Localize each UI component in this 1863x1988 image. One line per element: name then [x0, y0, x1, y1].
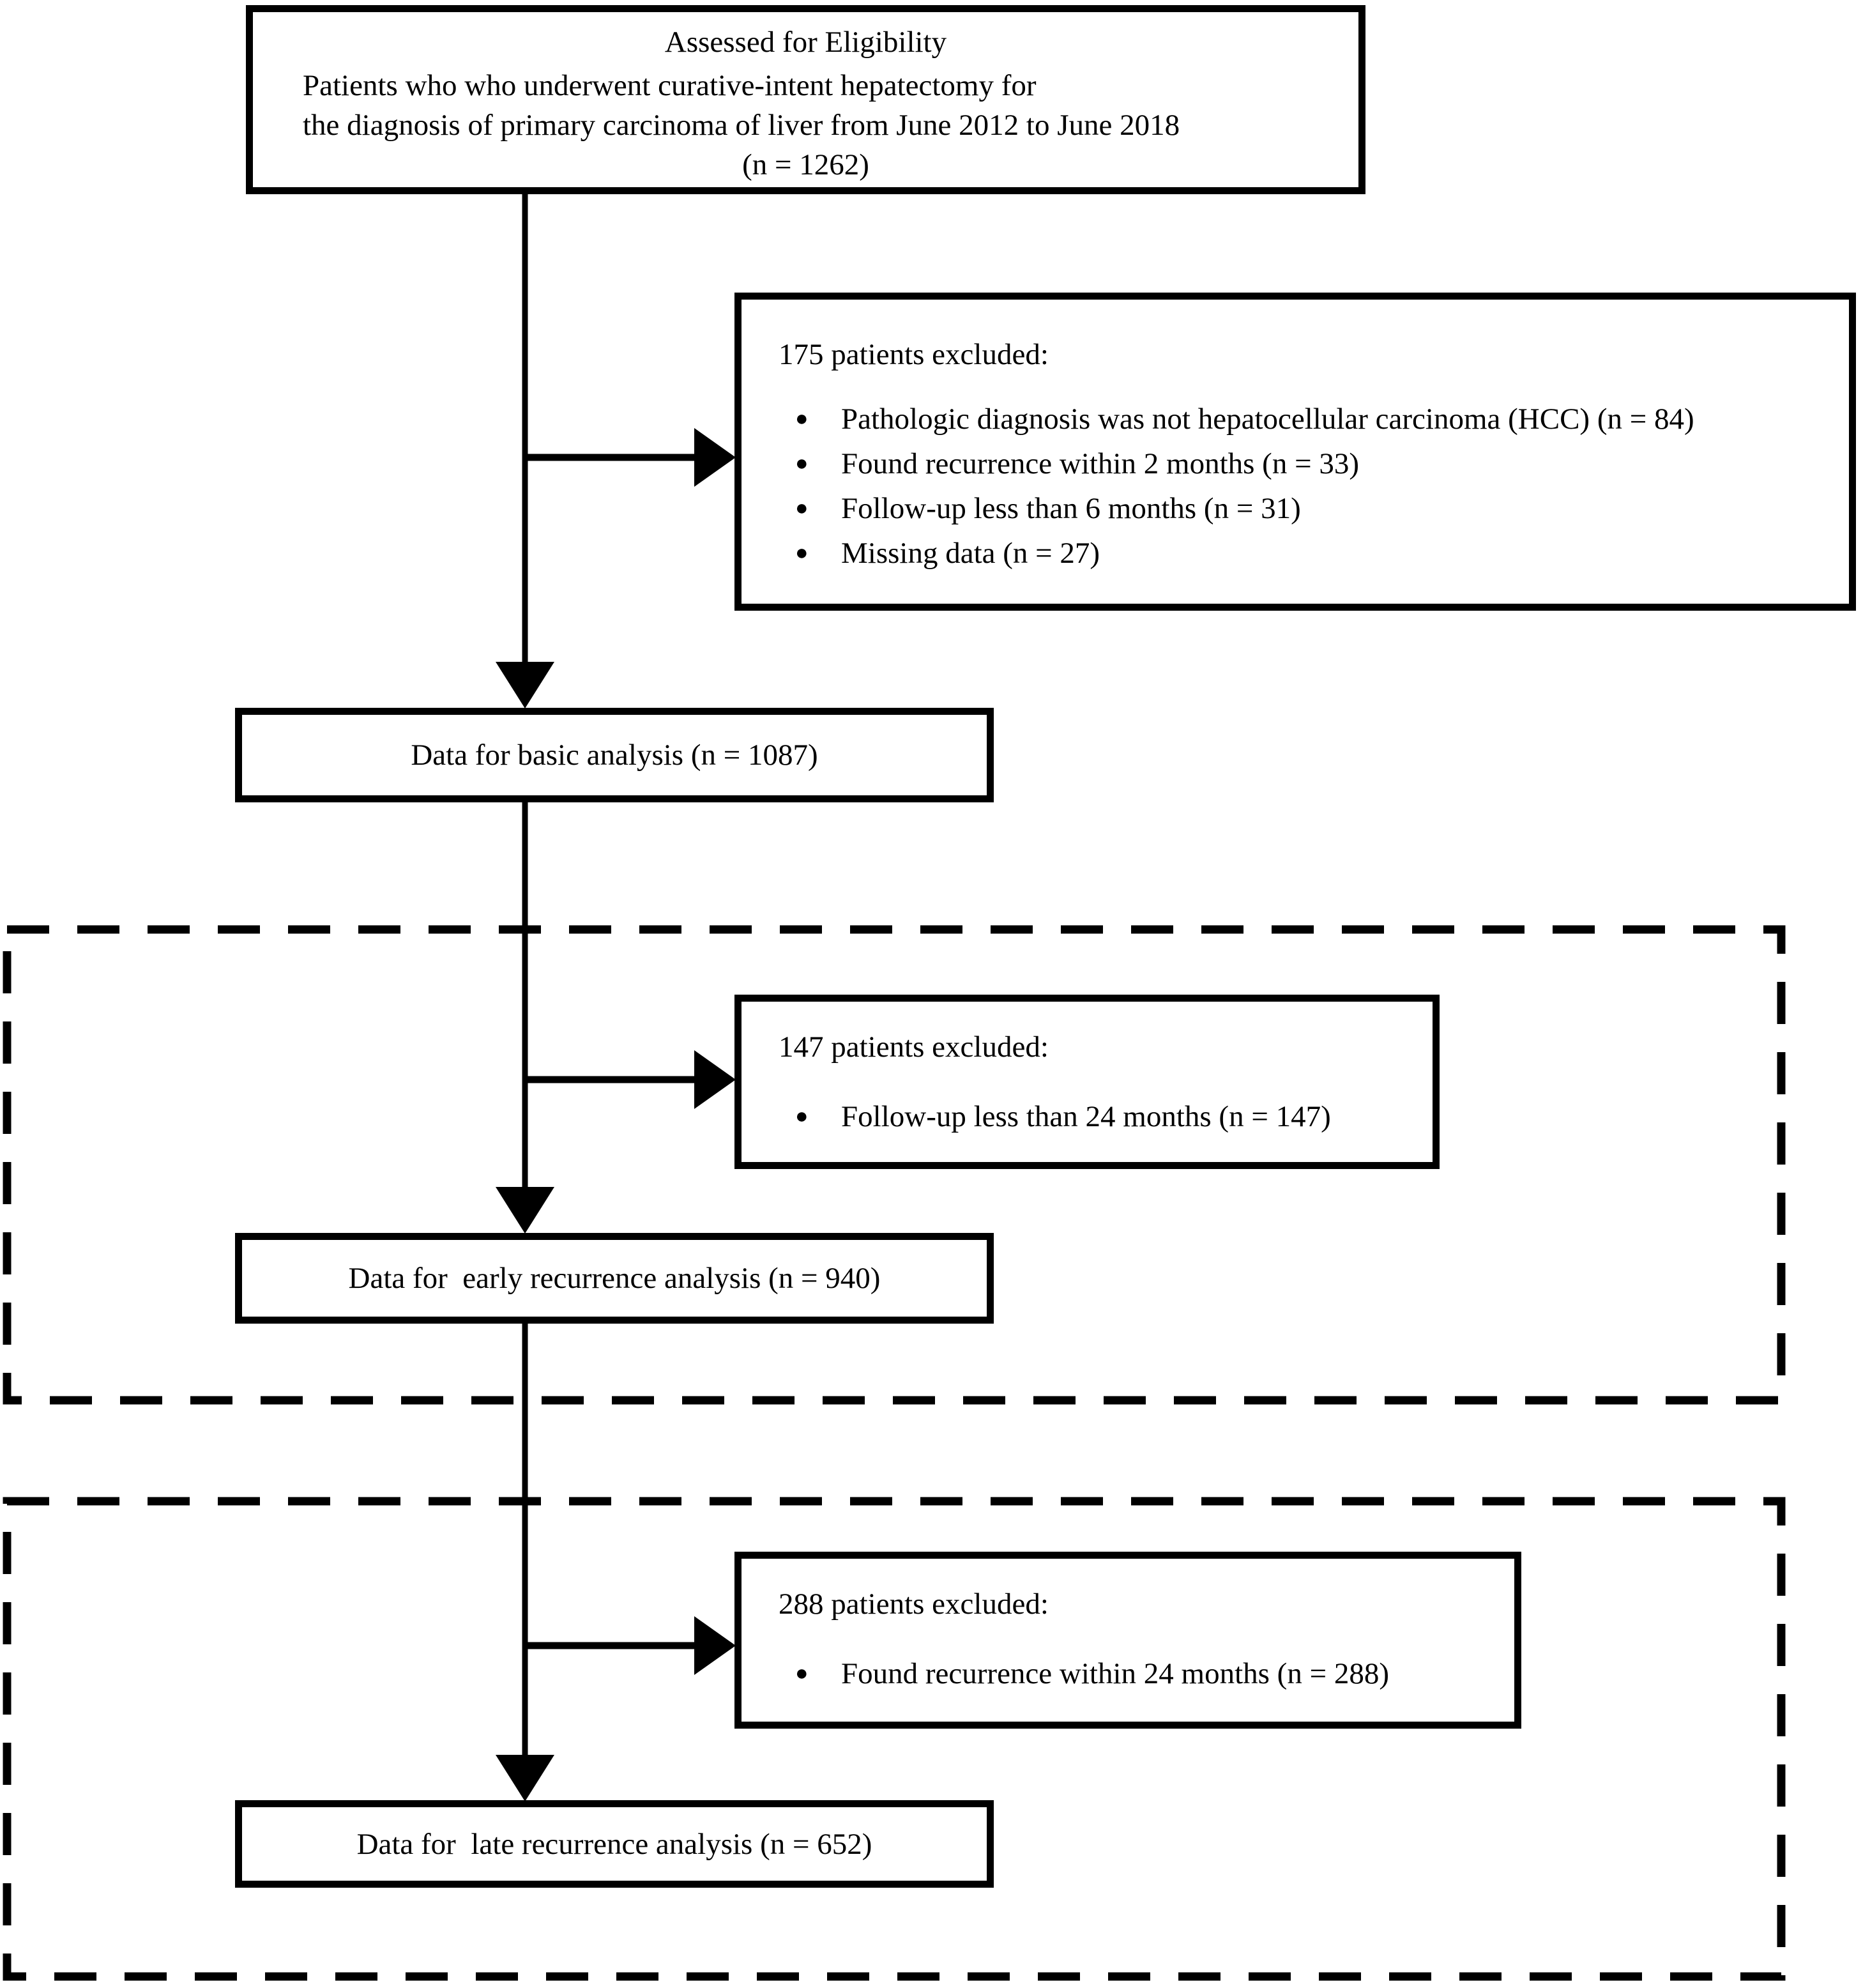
early-recurrence-label: Data for early recurrence analysis (n = …: [348, 1262, 881, 1295]
arrow-branch-excluded-147: [525, 1050, 736, 1109]
box-excluded-147: 147 patients excluded: ● Follow-up less …: [734, 995, 1440, 1169]
arrow-eligibility-to-basic: [496, 194, 554, 708]
excluded-175-item-3: Follow-up less than 6 months (n = 31): [841, 492, 1301, 525]
list-item: ● Follow-up less than 6 months (n = 31): [795, 489, 1849, 528]
list-item: ● Found recurrence within 24 months (n =…: [795, 1655, 1514, 1693]
dashed-region-early-recurrence: [3, 925, 1786, 1405]
box-basic-analysis: Data for basic analysis (n = 1087): [235, 708, 994, 802]
excluded-147-list: ● Follow-up less than 24 months (n = 147…: [741, 1097, 1433, 1136]
bullet-icon: ●: [795, 496, 809, 520]
arrow-early-to-late: [496, 1324, 554, 1801]
bullet-icon: ●: [795, 1662, 809, 1685]
box-excluded-175: 175 patients excluded: ● Pathologic diag…: [734, 293, 1856, 611]
excluded-147-item-1: Follow-up less than 24 months (n = 147): [841, 1100, 1331, 1133]
excluded-175-heading: 175 patients excluded:: [779, 338, 1049, 371]
box-assessed-eligibility: Assessed for Eligibility Patients who wh…: [246, 5, 1365, 194]
bullet-icon: ●: [795, 1105, 809, 1128]
excluded-175-list: ● Pathologic diagnosis was not hepatocel…: [741, 400, 1849, 572]
list-item: ● Follow-up less than 24 months (n = 147…: [795, 1097, 1433, 1136]
list-item: ● Pathologic diagnosis was not hepatocel…: [795, 400, 1849, 438]
arrow-branch-excluded-288: [525, 1616, 736, 1675]
arrow-basic-to-early: [496, 802, 554, 1234]
eligibility-body-line-1: Patients who who underwent curative-inte…: [303, 69, 1037, 102]
excluded-288-heading: 288 patients excluded:: [779, 1587, 1049, 1621]
eligibility-body-line-2: the diagnosis of primary carcinoma of li…: [303, 109, 1180, 142]
list-item: ● Missing data (n = 27): [795, 534, 1849, 572]
bullet-icon: ●: [795, 541, 809, 565]
eligibility-n-label: (n = 1262): [742, 148, 869, 181]
box-excluded-288: 288 patients excluded: ● Found recurrenc…: [734, 1552, 1521, 1729]
excluded-175-item-2: Found recurrence within 2 months (n = 33…: [841, 447, 1359, 480]
basic-analysis-label: Data for basic analysis (n = 1087): [411, 738, 818, 772]
excluded-288-item-1: Found recurrence within 24 months (n = 2…: [841, 1657, 1389, 1690]
late-recurrence-label: Data for late recurrence analysis (n = 6…: [356, 1827, 872, 1861]
arrow-branch-excluded-175: [525, 428, 736, 487]
box-early-recurrence-analysis: Data for early recurrence analysis (n = …: [235, 1233, 994, 1324]
list-item: ● Found recurrence within 2 months (n = …: [795, 445, 1849, 483]
excluded-288-list: ● Found recurrence within 24 months (n =…: [741, 1655, 1514, 1693]
excluded-175-item-1: Pathologic diagnosis was not hepatocellu…: [841, 402, 1694, 436]
excluded-175-item-4: Missing data (n = 27): [841, 537, 1100, 570]
bullet-icon: ●: [795, 452, 809, 475]
excluded-147-heading: 147 patients excluded:: [779, 1030, 1049, 1064]
eligibility-title: Assessed for Eligibility: [664, 26, 947, 59]
box-late-recurrence-analysis: Data for late recurrence analysis (n = 6…: [235, 1800, 994, 1888]
bullet-icon: ●: [795, 407, 809, 431]
